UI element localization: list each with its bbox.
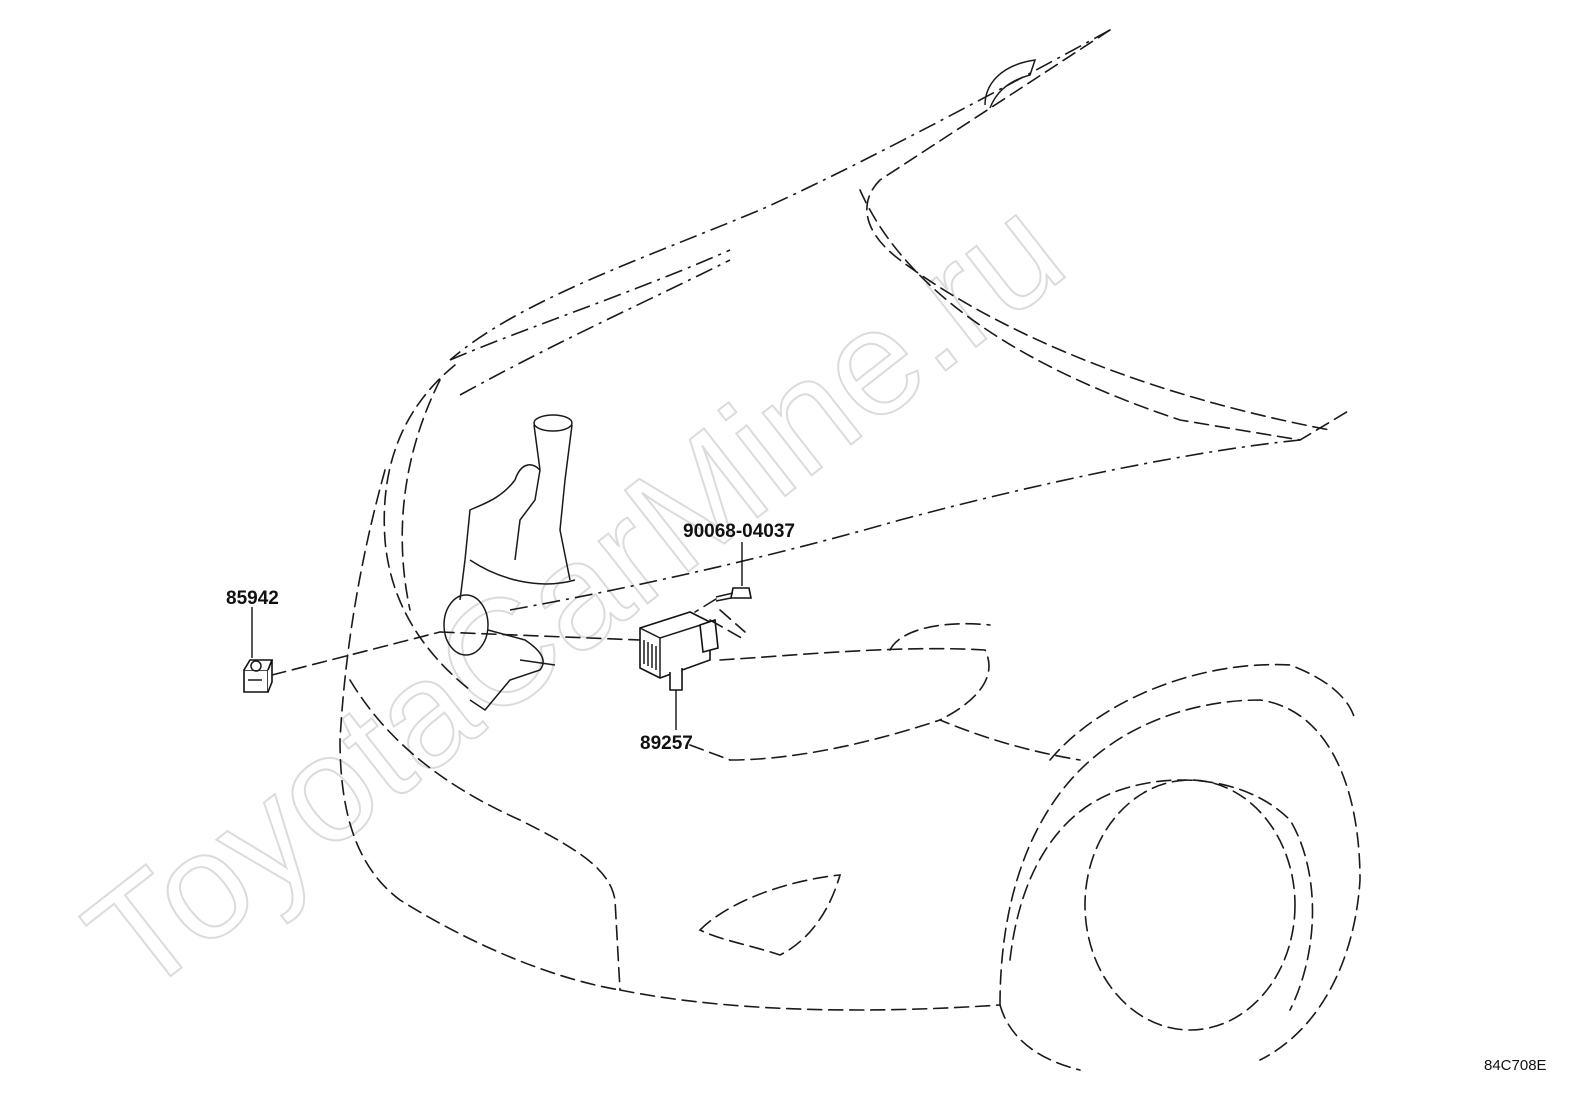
part-85942[interactable] xyxy=(243,607,641,693)
part-89257[interactable] xyxy=(639,609,746,730)
watermark: ToyotaCarMine.ru xyxy=(56,164,1092,1025)
diagram-code: 84C708E xyxy=(1484,1057,1547,1074)
car-outline xyxy=(339,29,1361,1071)
washer-tank-assembly xyxy=(443,414,576,711)
label-90068-04037[interactable]: 90068-04037 xyxy=(683,521,795,542)
label-85942[interactable]: 85942 xyxy=(226,588,279,609)
part-90068-04037[interactable] xyxy=(694,542,752,613)
label-89257[interactable]: 89257 xyxy=(640,733,693,754)
